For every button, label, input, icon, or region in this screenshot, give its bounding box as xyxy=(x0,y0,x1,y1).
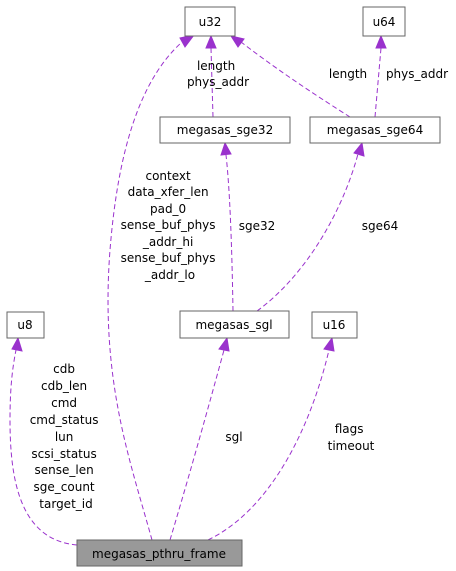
node-u32-label: u32 xyxy=(199,15,222,29)
edge-frame-to-u32 xyxy=(107,41,183,541)
label-frame-to-u16: flags timeout xyxy=(328,422,375,453)
arrowhead-sge32-to-u32 xyxy=(205,34,217,49)
label-sge64-to-u32: length xyxy=(329,67,367,81)
arrowhead-frame-to-u8 xyxy=(11,336,23,352)
node-u64-label: u64 xyxy=(373,15,396,29)
node-megasas-sge64[interactable]: megasas_sge64 xyxy=(309,116,441,144)
label-sgl-to-sge32: sge32 xyxy=(239,219,276,233)
edges xyxy=(9,34,387,546)
edge-frame-to-u16 xyxy=(207,349,330,541)
label-frame-to-u32: context data_xfer_len pad_0 sense_buf_ph… xyxy=(121,169,220,282)
edge-sge64-to-u32 xyxy=(240,41,351,118)
node-u8[interactable]: u8 xyxy=(6,311,45,339)
arrowhead-sgl-to-sge32 xyxy=(220,141,232,156)
node-megasas-sgl-label: megasas_sgl xyxy=(195,318,272,332)
arrowhead-frame-to-u32 xyxy=(179,34,196,48)
node-megasas-sge32-label: megasas_sge32 xyxy=(177,123,273,137)
node-u16-label: u16 xyxy=(323,318,346,332)
edge-labels: length phys_addr length phys_addr contex… xyxy=(30,59,448,511)
edge-sge32-to-u32 xyxy=(210,47,214,118)
arrowhead-sge64-to-u64 xyxy=(375,34,387,49)
edge-frame-to-u8 xyxy=(9,349,78,546)
node-megasas-sge32[interactable]: megasas_sge32 xyxy=(159,116,291,144)
label-sge64-to-u64: phys_addr xyxy=(386,67,448,81)
edge-sge64-to-u64 xyxy=(374,47,382,118)
node-megasas-sgl[interactable]: megasas_sgl xyxy=(179,310,290,339)
label-frame-to-u8: cdb cdb_len cmd cmd_status lun scsi_stat… xyxy=(30,362,103,511)
node-megasas-pthru-frame-label: megasas_pthru_frame xyxy=(92,547,226,561)
nodes: u32 u64 megasas_sge32 megasas_sge64 u8 m… xyxy=(6,6,441,567)
arrowhead-sge64-to-u32 xyxy=(229,35,245,48)
node-u32[interactable]: u32 xyxy=(184,6,236,37)
label-sgl-to-sge64: sge64 xyxy=(362,219,399,233)
arrowhead-frame-to-sgl xyxy=(218,336,230,352)
edge-frame-to-sgl xyxy=(169,349,225,541)
node-megasas-pthru-frame[interactable]: megasas_pthru_frame xyxy=(76,539,243,567)
node-u16[interactable]: u16 xyxy=(311,311,358,339)
node-megasas-sge64-label: megasas_sge64 xyxy=(327,123,423,137)
edge-sgl-to-sge32 xyxy=(225,154,234,312)
edge-sgl-to-sge64 xyxy=(256,153,359,312)
label-frame-to-sgl: sgl xyxy=(225,430,242,444)
arrowhead-frame-to-u16 xyxy=(323,336,335,352)
node-u64[interactable]: u64 xyxy=(362,6,406,37)
arrowhead-sgl-to-sge64 xyxy=(353,141,365,157)
node-u8-label: u8 xyxy=(17,318,32,332)
label-sge32-to-u32: length phys_addr xyxy=(187,59,249,89)
